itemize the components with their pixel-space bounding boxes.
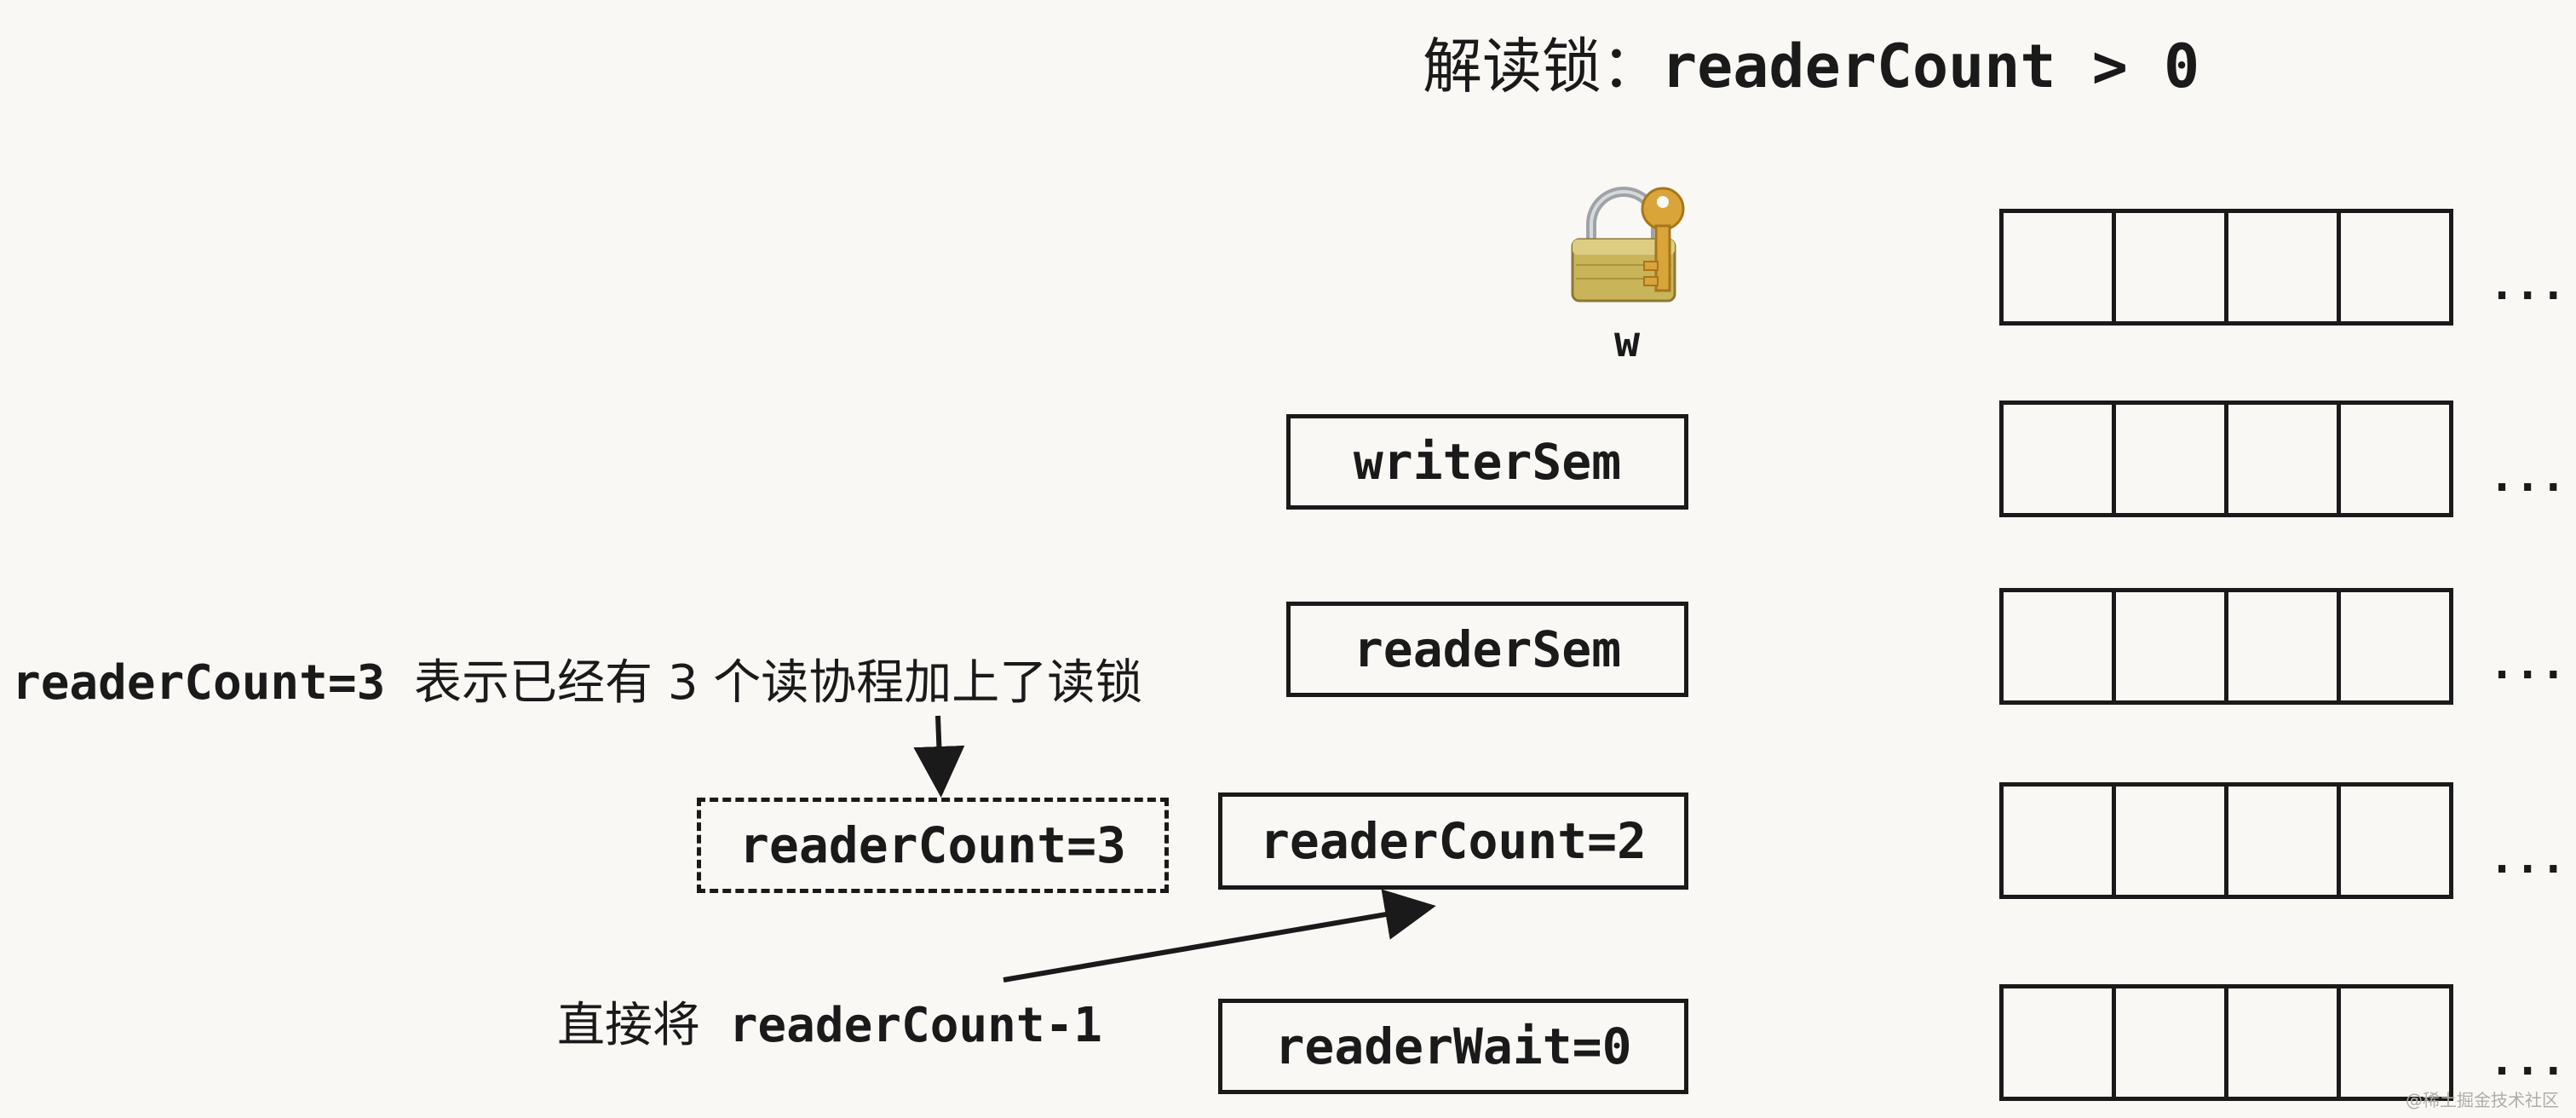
reader-count-box: readerCount=2 <box>1218 792 1688 890</box>
queue-row <box>1999 401 2453 517</box>
queue-ellipsis: ... <box>2489 833 2567 883</box>
reader-count-previous-box: readerCount=3 <box>697 798 1169 893</box>
queue-row <box>1999 984 2453 1101</box>
watermark: @稀土掘金技术社区 <box>2406 1090 2559 1110</box>
annotation-top-text: 表示已经有 3 个读协程加上了读锁 <box>414 655 1143 711</box>
queue-slot <box>1999 401 2116 517</box>
queue-slot <box>1999 782 2116 899</box>
annotation-top-code: readerCount=3 <box>12 655 386 711</box>
arrow-to-reader-count <box>1003 889 1436 983</box>
page-title: 解读锁：readerCount > 0 <box>1423 19 2199 105</box>
annotation-top: readerCount=3 表示已经有 3 个读协程加上了读锁 <box>12 644 1142 713</box>
title-prefix: 解读锁： <box>1423 32 1661 101</box>
queue-row <box>1999 588 2453 705</box>
queue-ellipsis: ... <box>2489 452 2567 501</box>
queue-slot <box>2337 209 2453 326</box>
queue-slot <box>1999 588 2116 705</box>
queue-slot <box>2112 782 2228 899</box>
queue-ellipsis: ... <box>2489 260 2567 309</box>
queue-slot <box>2337 782 2453 899</box>
writer-sem-box: writerSem <box>1286 414 1688 510</box>
queue-row <box>1999 782 2453 899</box>
arrow-down <box>913 715 965 798</box>
queue-slot <box>2112 588 2228 705</box>
annotation-bottom-text: 直接将 <box>557 998 700 1053</box>
queue-slot <box>2112 401 2228 517</box>
queue-slot <box>2224 209 2341 326</box>
queue-ellipsis: ... <box>2489 639 2567 689</box>
queue-slot <box>1999 984 2116 1101</box>
queue-slot <box>2224 401 2341 517</box>
title-expression: readerCount > 0 <box>1661 32 2200 101</box>
queue-slot <box>2112 209 2228 326</box>
queue-slot <box>2337 588 2453 705</box>
queue-slot <box>2224 588 2341 705</box>
queue-slot <box>1999 209 2116 326</box>
reader-wait-box: readerWait=0 <box>1218 999 1688 1094</box>
queue-slot <box>2224 782 2341 899</box>
queue-slot <box>2224 984 2341 1101</box>
queue-slot <box>2337 401 2453 517</box>
lock-label: w <box>1613 317 1641 366</box>
lock-key-icon <box>1567 183 1691 303</box>
queue-slot <box>2337 984 2453 1101</box>
annotation-bottom-code: readerCount-1 <box>728 998 1103 1053</box>
reader-sem-box: readerSem <box>1286 602 1688 697</box>
queue-slot <box>2112 984 2228 1101</box>
queue-row <box>1999 209 2453 326</box>
queue-ellipsis: ... <box>2489 1035 2567 1085</box>
annotation-bottom: 直接将 readerCount-1 <box>557 987 1102 1056</box>
